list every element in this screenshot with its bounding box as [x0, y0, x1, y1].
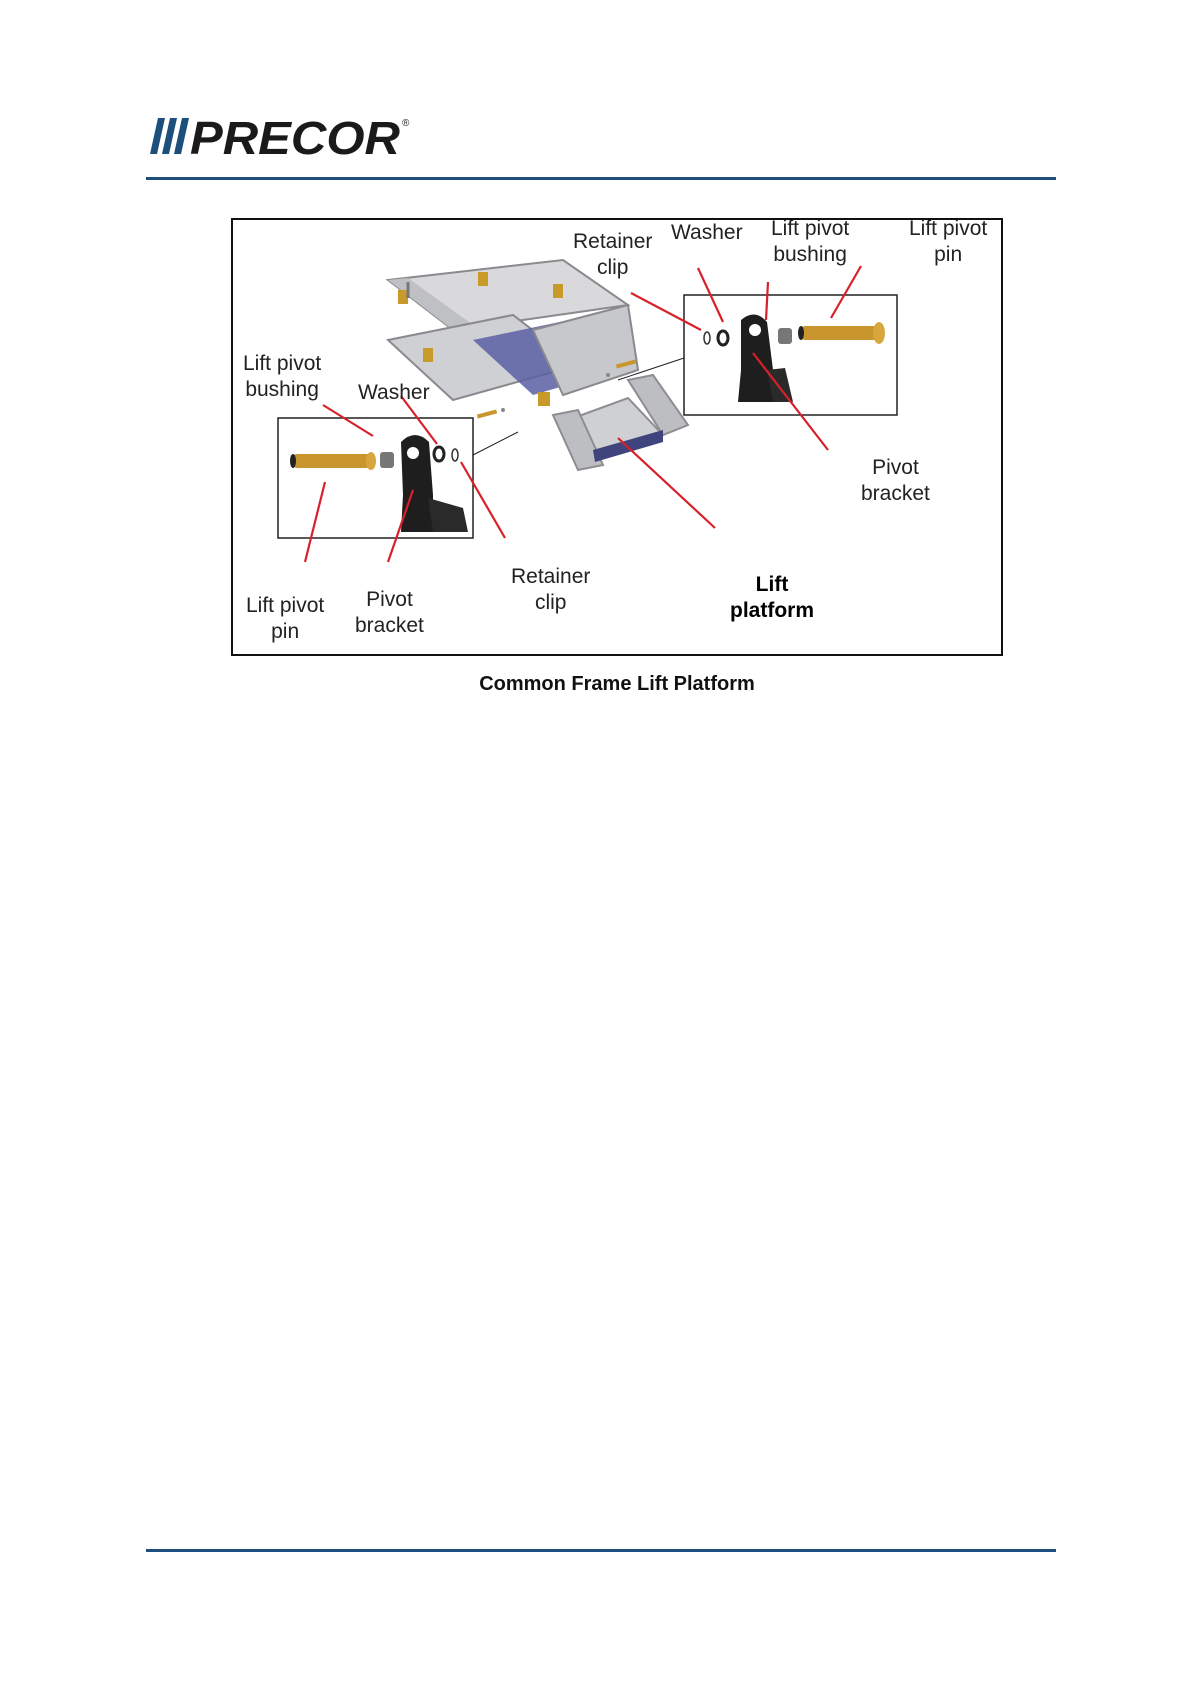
logo-stripes [150, 118, 189, 154]
label-pivot-bracket-bottom: Pivot bracket [355, 587, 424, 639]
label-retainer-clip-bottom: Retainer clip [511, 564, 590, 616]
label-lift-pivot-bushing-left: Lift pivot bushing [243, 351, 321, 403]
logo-wordmark: PRECOR [190, 112, 400, 160]
lift-platform-figure: Retainer clip Washer Lift pivot bushing … [231, 218, 1003, 656]
label-lift-pivot-pin-bottom: Lift pivot pin [246, 593, 324, 645]
label-lift-pivot-pin-top: Lift pivot pin [909, 218, 987, 268]
label-lift-pivot-bushing-top: Lift pivot bushing [771, 218, 849, 268]
exploded-view-drawing [233, 220, 1003, 656]
label-washer-top: Washer [671, 220, 743, 246]
figure-caption: Common Frame Lift Platform [231, 673, 1003, 696]
registered-mark: ® [402, 118, 410, 129]
detail-inset-left [278, 418, 518, 538]
label-washer-left: Washer [358, 380, 430, 406]
label-lift-platform: Lift platform [730, 572, 814, 624]
footer-rule [146, 1549, 1056, 1552]
precor-logo: PRECOR ® [148, 112, 418, 160]
header-rule [146, 177, 1056, 180]
label-pivot-bracket-right: Pivot bracket [861, 455, 930, 507]
label-retainer-clip-top: Retainer clip [573, 229, 652, 281]
